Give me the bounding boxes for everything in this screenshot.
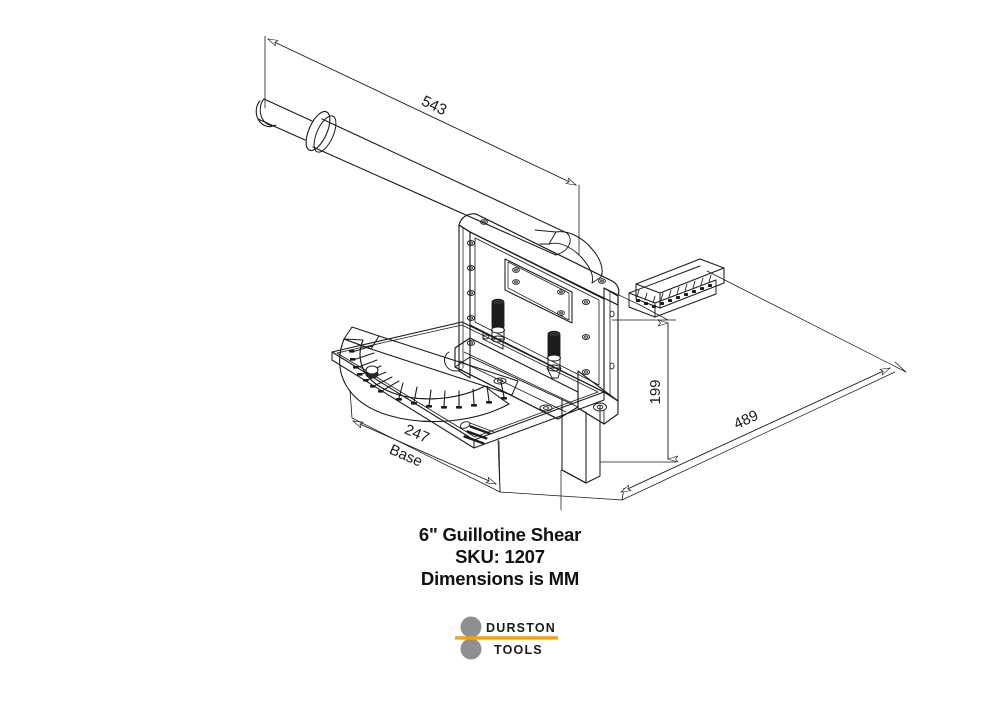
frame-fasteners-left xyxy=(466,240,476,346)
dimension-label-199: 199 xyxy=(647,379,664,404)
logo-text-tools: TOOLS xyxy=(494,643,543,657)
protractor-angle-gauge xyxy=(339,326,519,423)
dimension-label-543: 543 xyxy=(419,93,450,119)
logo-roller-top xyxy=(460,616,482,638)
dimension-199: 199 xyxy=(599,320,676,462)
dimension-label-base: Base xyxy=(387,441,425,470)
frame-fasteners-top xyxy=(480,219,606,284)
dimension-543: 543 xyxy=(264,35,580,256)
frame-fasteners-right xyxy=(581,299,591,375)
leader-lines xyxy=(603,287,669,321)
protractor-ticks xyxy=(398,381,505,407)
gauge-rail xyxy=(628,258,725,318)
bolt-hole xyxy=(493,377,507,385)
logo-roller-bottom xyxy=(460,638,482,660)
cover-plate-screws xyxy=(512,267,565,316)
engraved-durston-logo xyxy=(459,421,495,445)
logo-text-durston: DURSTON xyxy=(486,621,556,635)
handle-assembly xyxy=(255,98,571,256)
logo-svg: DURSTON TOOLS xyxy=(455,616,558,660)
blade-hinge xyxy=(444,351,463,372)
dimension-label-489: 489 xyxy=(731,407,761,433)
durston-tools-logo: DURSTON TOOLS xyxy=(440,612,570,664)
main-frame-body xyxy=(458,213,620,484)
cover-plate xyxy=(504,258,573,324)
clamp-knob-right xyxy=(546,330,562,379)
dimension-label-247: 247 xyxy=(402,421,432,447)
rail-numerals xyxy=(636,284,712,308)
blade-assembly xyxy=(444,298,579,420)
rail-graduations xyxy=(636,274,712,304)
side-plate-holes xyxy=(609,310,615,370)
cam-housing xyxy=(555,231,603,278)
bolt-hole xyxy=(539,404,553,412)
logo-bar xyxy=(455,636,558,640)
